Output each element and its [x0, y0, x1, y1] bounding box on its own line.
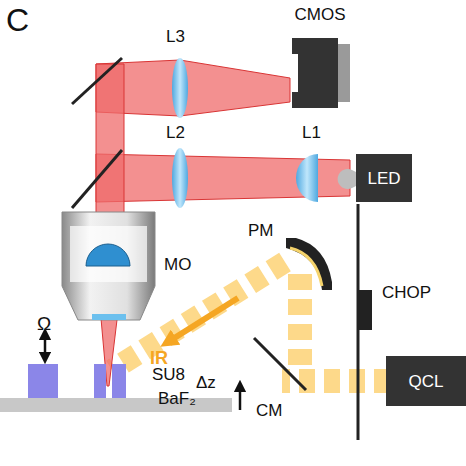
ir-arrow: [168, 298, 238, 342]
part-label: L3: [166, 28, 185, 45]
source-box: QCL: [386, 356, 466, 406]
part-label: BaF₂: [158, 390, 196, 407]
half-lens: [296, 154, 318, 202]
baf2-substrate: [0, 398, 232, 412]
lens: [172, 148, 188, 208]
part-label: Δz: [196, 374, 216, 391]
z-arrow: [239, 386, 242, 410]
part-label: PM: [248, 222, 274, 239]
node-label: LED: [367, 170, 400, 187]
lens: [172, 58, 188, 118]
microscope-objective: [62, 212, 155, 320]
part-label: L1: [302, 124, 321, 141]
part-label: SU8: [152, 366, 185, 383]
node-label: QCL: [409, 373, 444, 390]
camera-body: [292, 38, 338, 108]
part-label: CM: [256, 402, 282, 419]
source-box: LED: [356, 154, 412, 202]
chopper-motor: [358, 290, 372, 330]
mirror: [254, 338, 306, 390]
part-label: CHOP: [382, 284, 431, 301]
parabolic-mirror: [286, 238, 332, 290]
oscillation-arrow: [44, 334, 47, 358]
beam-splitter: [72, 150, 122, 208]
mirror: [72, 58, 122, 104]
node-label: CMOS: [295, 6, 346, 23]
part-label: Ω: [37, 314, 51, 333]
camera-box: CMOS: [282, 6, 358, 34]
led-bulb: [338, 169, 356, 189]
part-label: IR: [150, 349, 168, 367]
part-label: MO: [164, 256, 191, 273]
panel-letter: C: [6, 4, 29, 36]
su8-structures: [28, 364, 126, 398]
part-label: L2: [166, 124, 185, 141]
mirror-surface: [290, 248, 322, 286]
camera-plate: [338, 44, 350, 102]
